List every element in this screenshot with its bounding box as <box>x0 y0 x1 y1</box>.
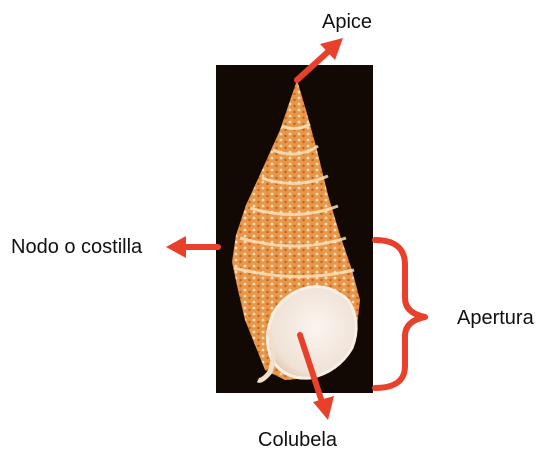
label-columela: Colubela <box>258 430 337 450</box>
apice-arrow <box>297 38 343 80</box>
apertura-bracket <box>375 240 425 388</box>
label-nodo: Nodo o costilla <box>11 237 142 257</box>
nodo-arrow <box>166 236 218 258</box>
label-apice: Apice <box>322 12 372 32</box>
label-apertura: Apertura <box>457 308 534 328</box>
